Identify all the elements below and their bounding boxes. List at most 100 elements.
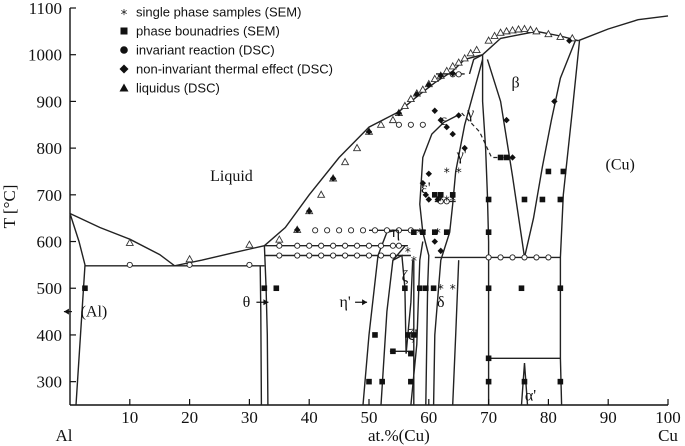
phase-boundary-square-marker — [560, 168, 567, 175]
single-phase-asterisk-marker: * — [405, 245, 411, 259]
x-axis-right-end-label: Cu — [658, 426, 678, 445]
invariant-circle-marker — [336, 227, 343, 234]
phase-boundary-line — [419, 114, 458, 406]
region-label: ε — [440, 112, 447, 129]
y-tick-label: 1100 — [29, 0, 62, 18]
thermal-effect-diamond-marker — [449, 130, 456, 138]
x-tick-label: 20 — [181, 408, 198, 427]
phase-boundary-line — [380, 245, 406, 406]
phase-boundary-square-marker — [485, 355, 492, 362]
liquidus-triangle-marker — [275, 235, 284, 243]
x-axis-title: at.%(Cu) — [368, 426, 430, 445]
liquidus-triangle-marker — [484, 36, 493, 44]
region-label: γ — [466, 105, 474, 122]
legend-triangle-icon — [119, 83, 129, 92]
region-label: β — [511, 75, 519, 92]
phase-boundary-square-marker — [408, 350, 414, 357]
phase-boundary-line — [481, 54, 490, 405]
legend-item-label: single phase samples (SEM) — [136, 5, 301, 20]
liquidus-triangle-marker — [448, 61, 457, 70]
phase-boundary-square-marker — [82, 285, 88, 292]
invariant-circle-marker — [545, 254, 552, 261]
phase-boundary-line — [452, 260, 460, 406]
region-label: (Al) — [81, 304, 108, 321]
x-axis-left-end-label: Al — [56, 426, 73, 445]
invariant-circle-marker — [342, 252, 349, 259]
phase-boundary-square-marker — [485, 196, 492, 203]
thermal-effect-diamond-marker — [437, 72, 444, 79]
invariant-circle-marker — [389, 252, 396, 259]
invariant-circle-marker — [371, 227, 379, 234]
phase-boundary-line — [486, 59, 526, 258]
invariant-circle-marker — [294, 242, 301, 249]
liquidus-triangle-marker — [245, 240, 254, 248]
single-phase-asterisk-marker: * — [450, 282, 456, 296]
invariant-circle-marker — [294, 252, 301, 259]
thermal-effect-diamond-marker — [431, 107, 438, 114]
thermal-effect-diamond-marker — [329, 175, 337, 182]
thermal-effect-diamond-marker — [431, 238, 438, 245]
region-arrowhead — [263, 299, 269, 306]
thermal-effect-diamond-marker — [449, 70, 456, 77]
single-phase-asterisk-marker: * — [450, 193, 456, 207]
phase-boundary-line — [559, 40, 581, 406]
y-tick-label: 700 — [37, 186, 63, 205]
thermal-effect-diamond-marker — [503, 116, 510, 124]
liquidus-triangle-marker — [514, 24, 523, 33]
invariant-circle-marker — [497, 254, 504, 261]
region-label: ζ — [402, 269, 409, 286]
phase-boundary-square-marker — [261, 285, 268, 292]
legend-item-label: phase bounadries (SEM) — [136, 24, 280, 39]
thermal-effect-diamond-marker — [419, 179, 427, 187]
region-label: (Cu) — [605, 156, 634, 173]
phase-boundary-square-marker — [497, 154, 504, 161]
phase-boundary-line — [432, 59, 484, 406]
x-tick-label: 50 — [361, 408, 378, 427]
thermal-effect-diamond-marker — [395, 109, 403, 117]
phase-boundary-square-marker — [423, 285, 429, 292]
invariant-circle-marker — [306, 242, 313, 249]
phase-boundary-square-marker — [431, 229, 438, 235]
invariant-circle-marker — [126, 261, 133, 268]
invariant-circle-marker — [186, 261, 193, 268]
invariant-circle-marker — [359, 227, 367, 234]
liquidus-triangle-marker — [532, 26, 541, 35]
invariant-circle-marker — [324, 227, 331, 234]
phase-boundary-line — [523, 40, 576, 258]
thermal-effect-diamond-marker — [443, 123, 450, 131]
single-phase-asterisk-marker: * — [417, 226, 423, 240]
region-arrowhead — [63, 308, 69, 315]
legend-asterisk-icon: * — [121, 8, 128, 23]
liquidus-triangle-marker — [466, 48, 475, 57]
thermal-effect-diamond-marker — [422, 191, 430, 199]
y-tick-label: 500 — [37, 279, 63, 298]
invariant-circle-marker — [312, 227, 319, 234]
invariant-circle-marker — [330, 242, 337, 249]
invariant-circle-marker — [318, 252, 325, 259]
liquidus-triangle-marker — [125, 238, 134, 246]
x-tick-label: 60 — [420, 408, 437, 427]
phase-boundary-square-marker — [431, 192, 438, 198]
legend: * single phase samples (SEM) phase bounadr… — [119, 5, 333, 96]
thermal-effect-diamond-marker — [461, 144, 468, 152]
invariant-circle-marker — [521, 254, 528, 261]
liquidus-triangle-marker — [556, 32, 565, 40]
phase-boundary-square-marker — [449, 192, 456, 198]
invariant-circle-marker — [348, 227, 355, 234]
region-label: Liquid — [210, 168, 253, 185]
invariant-circle-marker — [365, 252, 373, 259]
thermal-effect-diamond-marker — [425, 196, 432, 203]
single-phase-asterisk-marker: * — [438, 193, 444, 207]
y-tick-label: 900 — [37, 92, 63, 111]
phase-boundary-square-marker — [485, 285, 492, 292]
thermal-effect-diamond-marker — [437, 247, 444, 255]
y-tick-label: 1000 — [28, 46, 62, 65]
x-tick-label: 90 — [600, 408, 617, 427]
invariant-circle-marker — [533, 254, 540, 261]
single-phase-asterisk-marker: * — [435, 226, 441, 240]
thermal-effect-diamond-marker — [566, 37, 573, 44]
legend-diamond-icon — [119, 64, 129, 74]
